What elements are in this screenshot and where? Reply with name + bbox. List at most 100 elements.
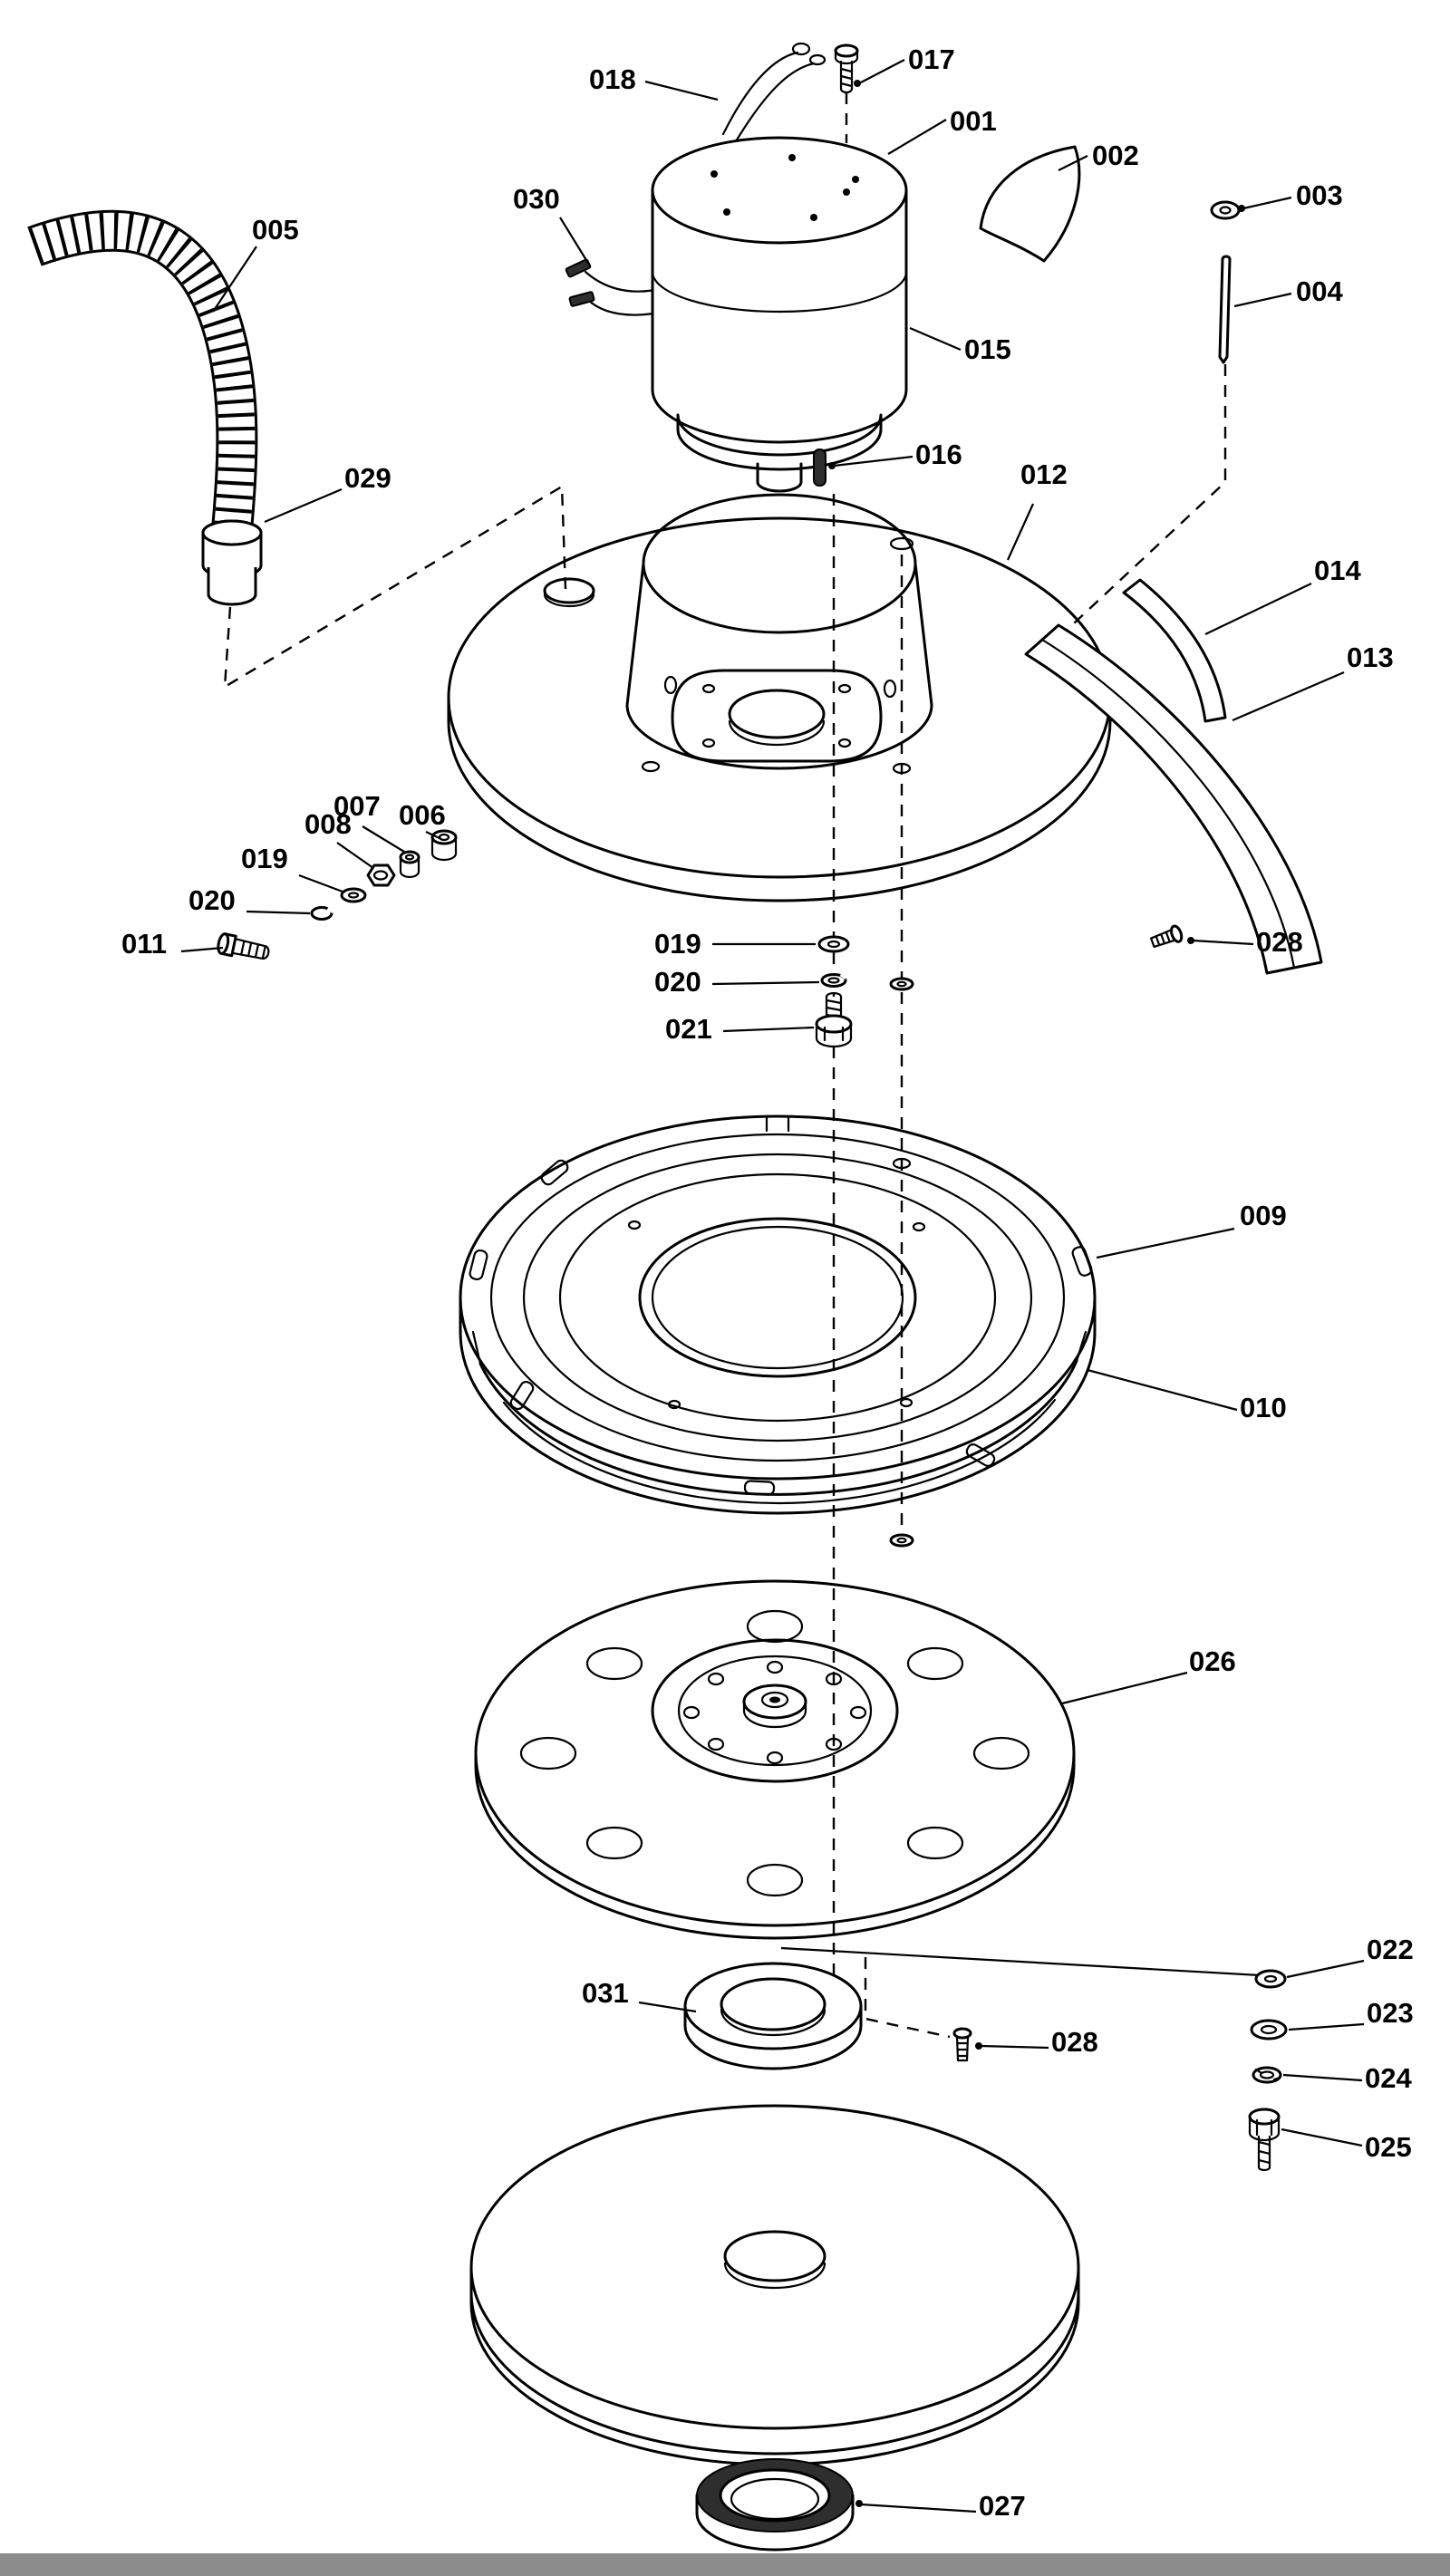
- leader-dot: [856, 2500, 863, 2507]
- callout-031: 031: [582, 1977, 629, 2009]
- callout-015: 015: [964, 333, 1011, 365]
- washer-inner: [1260, 2024, 1278, 2035]
- wire-terminal: [791, 42, 811, 56]
- wire-lines: [721, 51, 816, 143]
- leader-dot: [1238, 205, 1245, 212]
- wire-connector: [568, 291, 595, 307]
- part-bumper-skirt: [1024, 623, 1323, 975]
- callout-017: 017: [908, 43, 955, 75]
- hub-bolt-hole: [825, 1672, 843, 1686]
- hub-bolt-hole: [825, 1737, 843, 1751]
- part-nut-008: [366, 863, 396, 887]
- leader-dot: [854, 80, 861, 87]
- part-wires-side: [565, 258, 665, 316]
- hub-bolt-hole: [707, 1737, 725, 1751]
- bolt-head-side: [815, 1022, 853, 1048]
- band-ends: [471, 1330, 1088, 1365]
- callout-009: 009: [1240, 1200, 1287, 1231]
- part-screw-028-lower: [952, 2027, 972, 2062]
- bolt-shaft: [825, 991, 843, 1020]
- part-bolt-021: [815, 991, 853, 1048]
- driver-hole: [585, 1826, 643, 1860]
- ring-slot: [1071, 1246, 1093, 1277]
- ring-hole-inner: [651, 1225, 904, 1370]
- clip-ring: [310, 906, 334, 921]
- plate-hole: [701, 738, 716, 748]
- washer-outer: [889, 1533, 914, 1548]
- driver-hole: [746, 1609, 804, 1644]
- hub-center-bore: [769, 1696, 780, 1703]
- leader-dot: [975, 2042, 982, 2050]
- washer-outer: [889, 977, 914, 991]
- skirt-line: [1040, 638, 1296, 970]
- motor-cap: [651, 136, 908, 245]
- skirt-band: [1024, 623, 1323, 975]
- wire-terminal: [808, 53, 826, 66]
- callout-028-lower: 028: [1051, 2026, 1098, 2058]
- ring-slot: [469, 1249, 488, 1281]
- callout-026: 026: [1189, 1645, 1236, 1677]
- callout-008: 008: [304, 808, 352, 840]
- callout-labels: 017 018 001 002 030 003 004 005 015 016 …: [121, 43, 1414, 2522]
- callout-006: 006: [399, 799, 446, 831]
- bushing-body: [430, 835, 458, 862]
- part-washer-side: [889, 977, 914, 991]
- deck-hole-left-depth: [543, 593, 595, 608]
- collar-wall-hole: [663, 675, 678, 695]
- callout-027: 027: [979, 2490, 1026, 2522]
- callout-020-center: 020: [654, 966, 701, 998]
- callout-019-left: 019: [241, 843, 288, 874]
- axis-dash-rod: [1046, 364, 1227, 650]
- callout-016: 016: [915, 439, 962, 470]
- cap-hole: [788, 154, 796, 161]
- ring-face-hole: [912, 1221, 926, 1232]
- screw-shaft: [1149, 929, 1176, 949]
- screw-head: [952, 2027, 972, 2040]
- callout-020-left: 020: [188, 884, 236, 916]
- bushing-top: [399, 850, 420, 864]
- screw-shaft: [834, 49, 859, 94]
- callout-014: 014: [1314, 555, 1361, 586]
- part-rod: [1218, 255, 1232, 364]
- callout-004: 004: [1296, 275, 1343, 307]
- deck-thickness: [447, 696, 1112, 902]
- washer-inner: [827, 977, 840, 984]
- pad-hole-depth: [723, 2262, 826, 2290]
- deck-hole-left: [543, 577, 595, 604]
- washer-inner: [1263, 1974, 1278, 1983]
- ring-slot: [540, 1159, 569, 1186]
- ring-face-hole: [627, 1220, 642, 1230]
- nut-hex: [366, 863, 396, 887]
- part-lock-washer-024: [1252, 2066, 1282, 2084]
- part-washer-003: [1210, 200, 1241, 220]
- cuff-inner: [719, 2468, 831, 2523]
- part-cuff-ring: [695, 2458, 855, 2552]
- washer-outer: [1254, 1969, 1287, 1989]
- washer-outer: [1250, 2019, 1288, 2041]
- callout-003: 003: [1296, 179, 1343, 211]
- callout-013: 013: [1347, 642, 1394, 673]
- driver-hole: [972, 1736, 1030, 1770]
- flange-hole: [720, 1977, 826, 2031]
- ring-3: [522, 1153, 1033, 1442]
- washer-inner: [896, 1537, 907, 1544]
- callout-018: 018: [589, 63, 636, 95]
- bolt-head-side: [1248, 2115, 1281, 2142]
- clip-gap: [326, 905, 335, 914]
- plate-center-hole: [728, 689, 826, 739]
- part-bolt-011: [217, 932, 270, 960]
- band-arc-2: [502, 1398, 1057, 1505]
- part-bolt-025: [1248, 2108, 1281, 2172]
- callout-010: 010: [1240, 1392, 1287, 1423]
- part-ring-housing: [459, 1114, 1097, 1515]
- part-washer-019-left: [340, 887, 367, 903]
- driver-hole: [519, 1736, 577, 1770]
- band-arc: [478, 1359, 1078, 1496]
- callout-002: 002: [1092, 140, 1139, 171]
- washer-outer: [1210, 200, 1241, 220]
- ring-4: [558, 1172, 997, 1423]
- part-pin: [813, 449, 826, 487]
- callout-011: 011: [121, 928, 167, 960]
- hub-bolt-hole: [682, 1705, 701, 1720]
- part-washer-below-ring: [889, 1533, 914, 1548]
